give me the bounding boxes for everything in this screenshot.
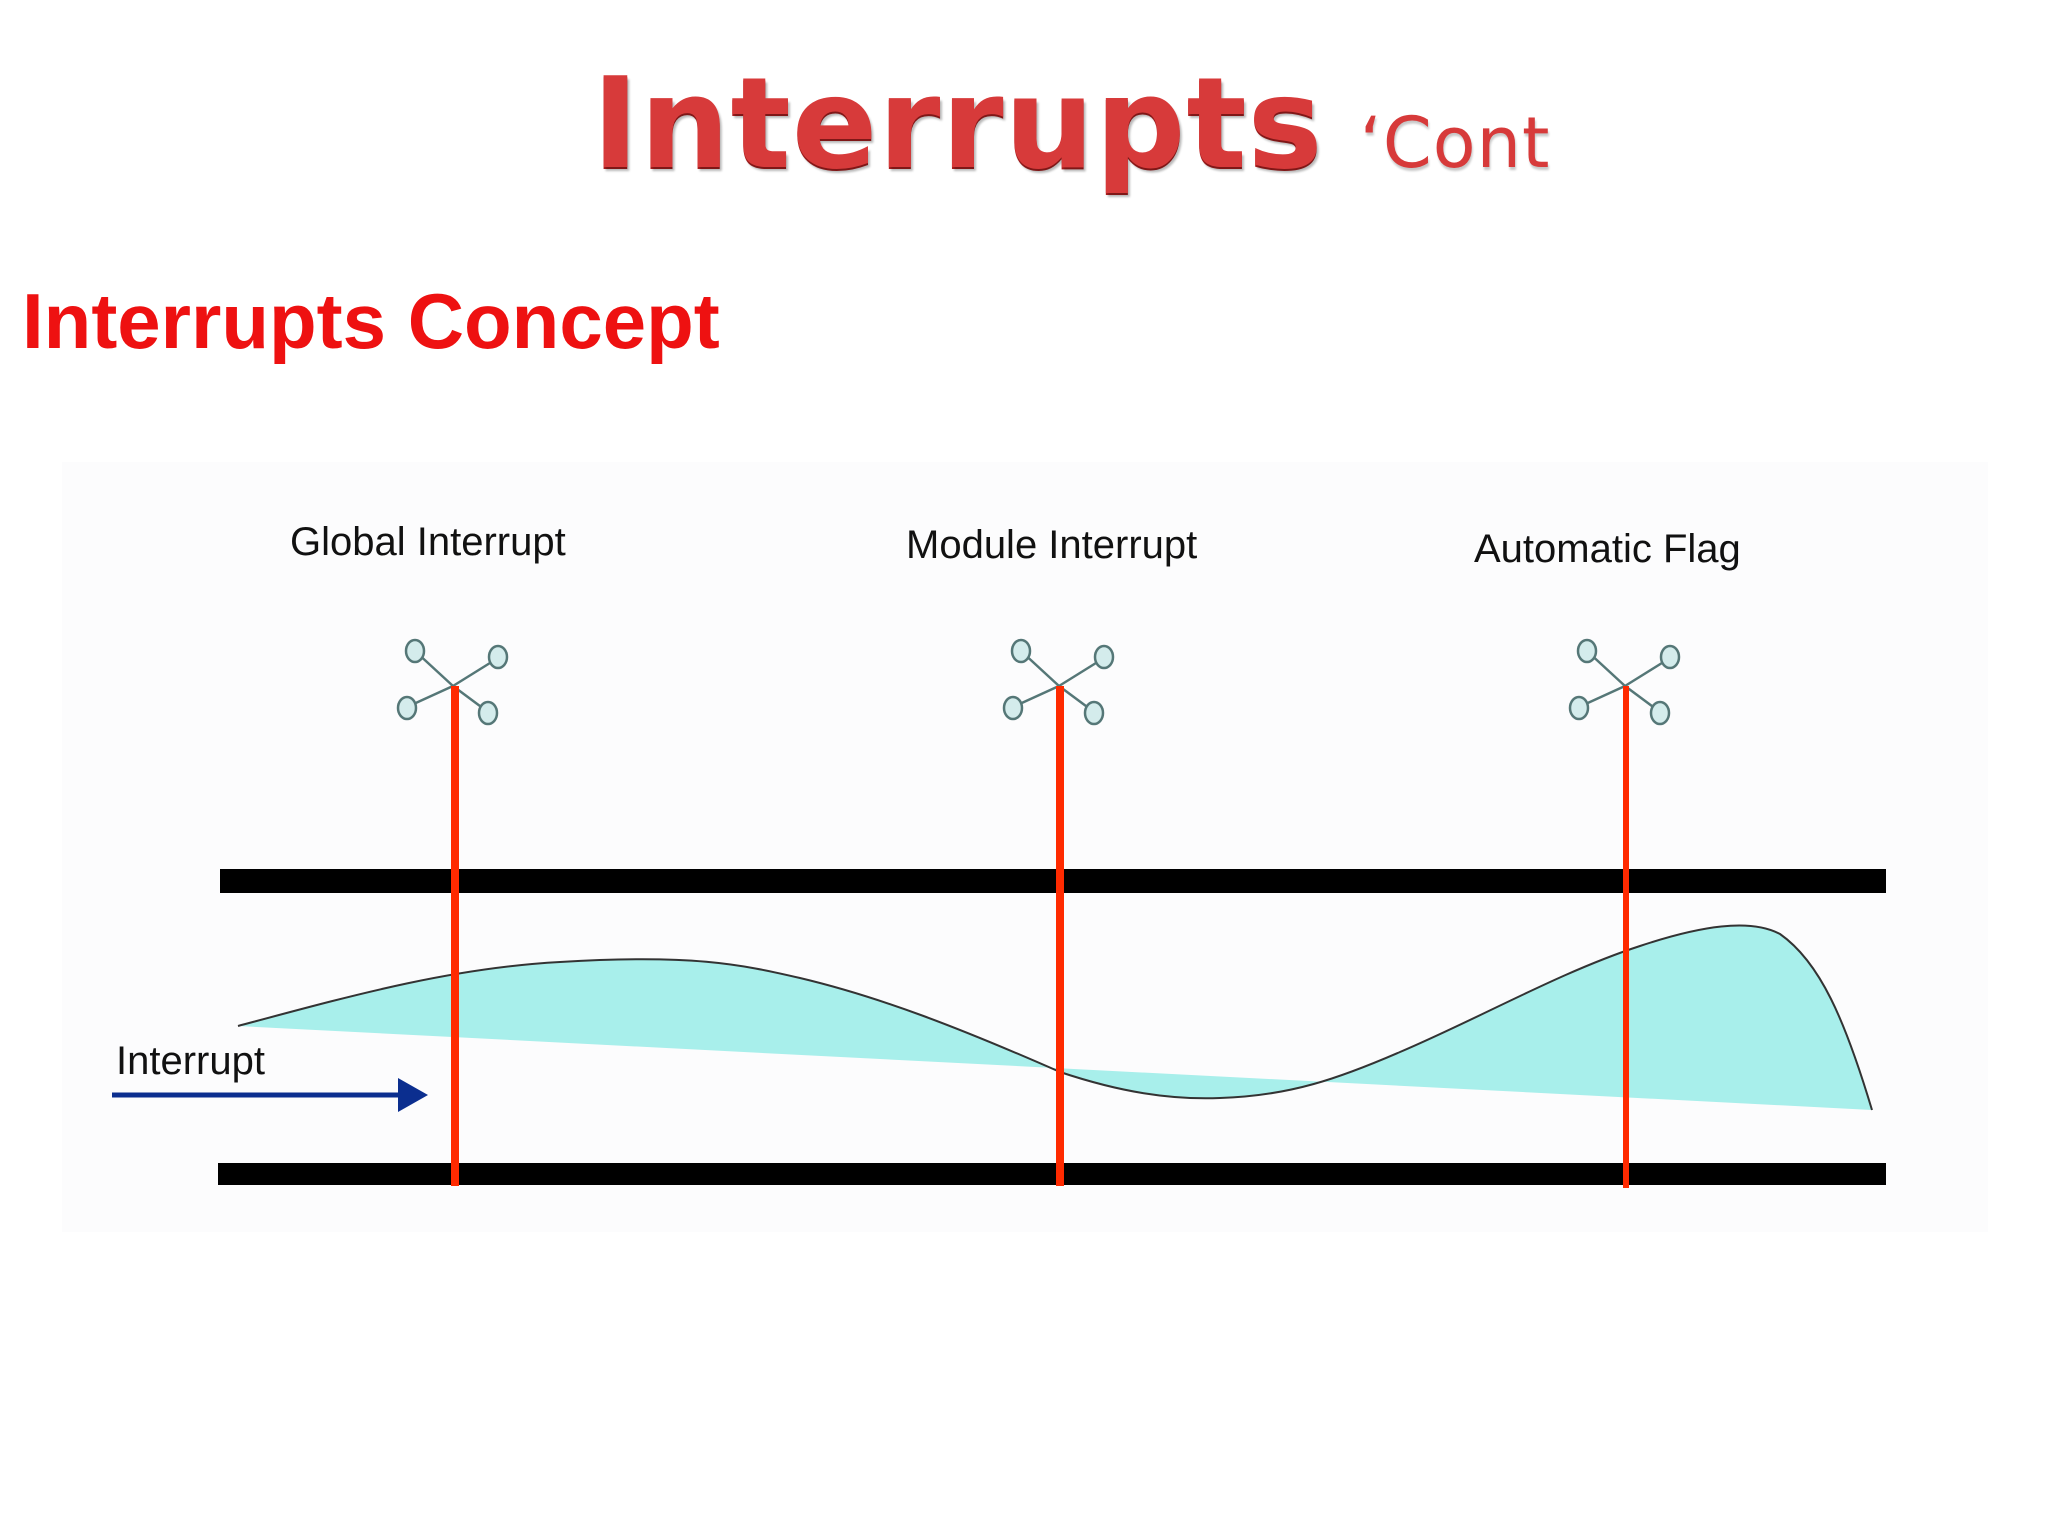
label-automatic-flag: Automatic Flag — [1474, 527, 1741, 571]
switch-global — [396, 638, 509, 1186]
label-module-interrupt: Module Interrupt — [906, 523, 1197, 567]
diagram-panel — [62, 462, 1988, 1232]
wave-curve — [237, 924, 1873, 1111]
slide-title: Interrupts ‘Cont — [592, 50, 1550, 197]
slide-subtitle: Interrupts Concept — [22, 277, 720, 365]
label-interrupt-input: Interrupt — [116, 1039, 265, 1083]
label-global-interrupt: Global Interrupt — [290, 520, 566, 564]
switch-icon — [1002, 638, 1115, 726]
switch-icon — [396, 638, 509, 726]
switch-icon — [1568, 638, 1681, 726]
title-suffix: ‘Cont — [1359, 102, 1551, 184]
bottom-rail — [218, 1163, 1886, 1185]
wave-fill — [238, 925, 1872, 1110]
switch-module — [1002, 638, 1115, 1186]
arrow-right-icon — [112, 1078, 428, 1112]
title-main: Interrupts — [592, 50, 1324, 197]
switch-automatic-flag — [1568, 638, 1681, 1188]
top-rail — [220, 869, 1886, 893]
